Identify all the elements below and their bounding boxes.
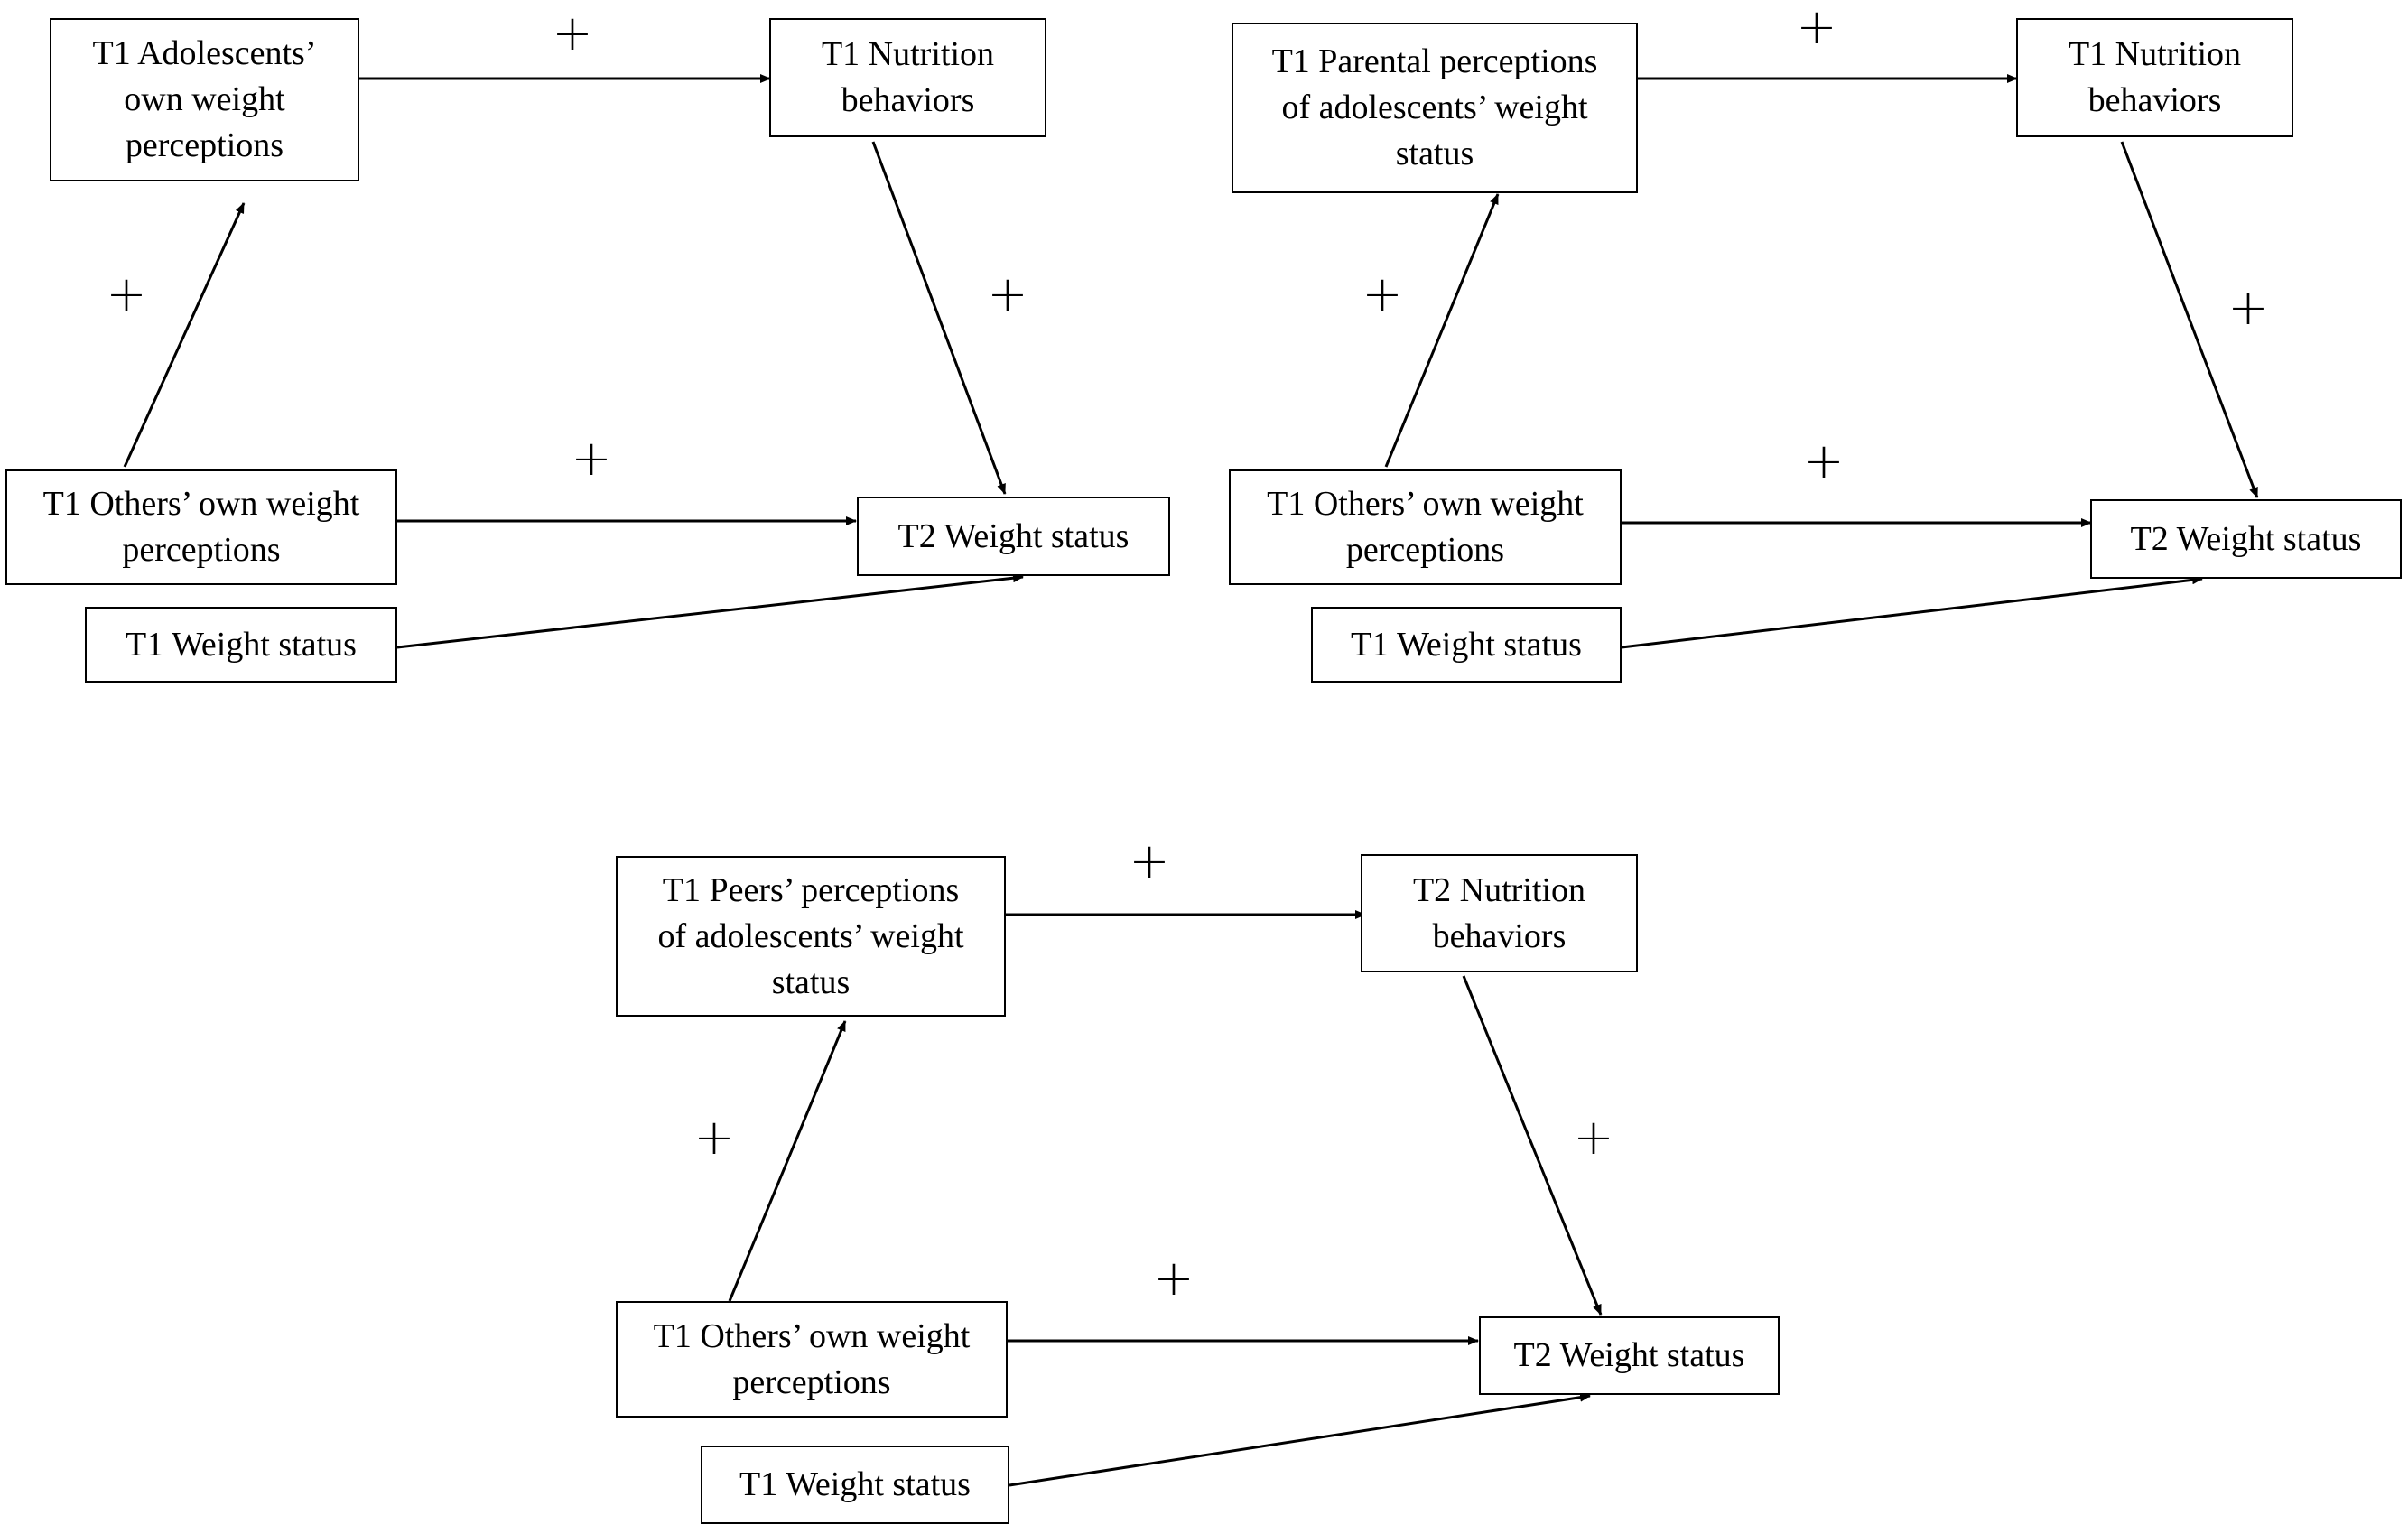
d2-t1-weight-label: T1 Weight status	[1351, 625, 1582, 664]
d2-nutrition-box: T1 Nutrition behaviors	[2016, 18, 2293, 137]
d3-sign-others-to-t2: +	[1153, 1250, 1195, 1306]
d2-t2-weight-label: T2 Weight status	[2130, 519, 2362, 558]
d3-sign-nutrition-to-t2: +	[1573, 1109, 1614, 1166]
d3-sign-others-to-perception: +	[693, 1109, 735, 1166]
d3-t1-weight-label: T1 Weight status	[739, 1465, 971, 1503]
d1-perception-label: T1 Adolescents’ own weight perceptions	[92, 34, 317, 164]
d1-t1-weight-box: T1 Weight status	[85, 607, 397, 683]
d1-others-label: T1 Others’ own weight perceptions	[42, 485, 360, 569]
d1-perception-box: T1 Adolescents’ own weight perceptions	[50, 18, 359, 181]
d3-others-label: T1 Others’ own weight perceptions	[653, 1316, 971, 1401]
d1-t1-weight-label: T1 Weight status	[126, 625, 357, 664]
d2-others-label: T1 Others’ own weight perceptions	[1267, 485, 1584, 569]
d2-edge-others-to-perception	[1384, 193, 1500, 468]
d2-sign-perception-to-nutrition: +	[1796, 0, 1837, 55]
d2-perception-box: T1 Parental perceptions of adolescents’ …	[1232, 23, 1638, 193]
d3-edge-nutrition-to-t2	[1462, 975, 1603, 1316]
d3-others-box: T1 Others’ own weight perceptions	[616, 1301, 1008, 1418]
d1-edge-nutrition-to-t2	[871, 141, 1007, 495]
d1-sign-perception-to-nutrition: +	[552, 5, 593, 61]
d2-edge-nutrition-to-t2	[2120, 141, 2259, 498]
d3-nutrition-label: T2 Nutrition behaviors	[1412, 870, 1586, 955]
d3-perception-label: T1 Peers’ perceptions of adolescents’ we…	[657, 870, 964, 1001]
d1-sign-others-to-perception: +	[106, 265, 147, 322]
d1-sign-others-to-t2: +	[571, 430, 612, 487]
d1-edge-others-to-perception	[123, 202, 246, 468]
d2-sign-others-to-t2: +	[1803, 432, 1845, 489]
d3-t2-weight-label: T2 Weight status	[1513, 1336, 1745, 1374]
d2-nutrition-label: T1 Nutrition behaviors	[2068, 35, 2242, 119]
d3-perception-box: T1 Peers’ perceptions of adolescents’ we…	[616, 856, 1006, 1017]
d1-t2-weight-box: T2 Weight status	[857, 497, 1170, 576]
d3-edge-others-to-perception	[728, 1020, 847, 1302]
d1-nutrition-box: T1 Nutrition behaviors	[769, 18, 1046, 137]
d2-t2-weight-box: T2 Weight status	[2090, 499, 2402, 579]
d2-sign-others-to-perception: +	[1362, 265, 1403, 322]
d3-edge-t1weight-to-t2	[1009, 1392, 1591, 1487]
d3-t2-weight-box: T2 Weight status	[1479, 1316, 1780, 1395]
d2-sign-nutrition-to-t2: +	[2227, 279, 2269, 336]
d2-others-box: T1 Others’ own weight perceptions	[1229, 469, 1622, 585]
d2-edge-t1weight-to-t2	[1621, 575, 2203, 649]
d1-t2-weight-label: T2 Weight status	[897, 516, 1130, 555]
d3-sign-perception-to-nutrition: +	[1129, 832, 1170, 889]
d1-others-box: T1 Others’ own weight perceptions	[5, 469, 397, 585]
d1-sign-nutrition-to-t2: +	[987, 265, 1028, 322]
d3-nutrition-box: T2 Nutrition behaviors	[1361, 854, 1638, 972]
d1-edge-t1weight-to-t2	[396, 573, 1024, 649]
d2-t1-weight-box: T1 Weight status	[1311, 607, 1622, 683]
d2-perception-label: T1 Parental perceptions of adolescents’ …	[1271, 42, 1598, 172]
d1-nutrition-label: T1 Nutrition behaviors	[821, 35, 995, 119]
d3-t1-weight-box: T1 Weight status	[701, 1446, 1009, 1524]
